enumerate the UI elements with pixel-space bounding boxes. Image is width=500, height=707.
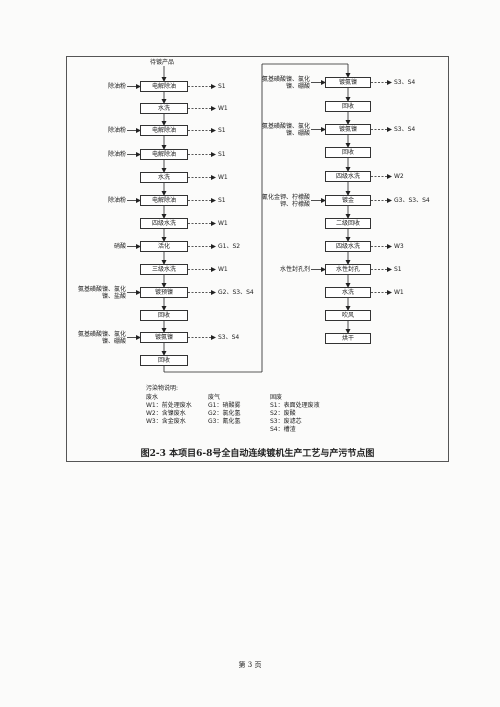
legend-gas-item: G2：氯化氢 bbox=[208, 410, 241, 417]
left-step-input: 除油粉 bbox=[107, 83, 126, 90]
right-step-input: 氰化金钾、柠檬酸钾、柠檬酸 bbox=[261, 193, 310, 208]
right-step-box: 水洗 bbox=[325, 287, 371, 298]
legend-solid-heading: 固废 bbox=[270, 394, 283, 401]
left-step-box: 镀氨镍 bbox=[140, 332, 188, 343]
right-step-output: S3、S4 bbox=[394, 79, 416, 86]
legend-water-item: W2：含镍废水 bbox=[146, 410, 186, 417]
left-step-output: W1 bbox=[218, 105, 228, 112]
left-step-input: 除油粉 bbox=[107, 197, 126, 204]
right-step-box: 镀金 bbox=[325, 195, 371, 206]
legend-water-item: W3：含金废水 bbox=[146, 418, 186, 425]
left-step-output: S3、S4 bbox=[218, 334, 240, 341]
left-step-box: 活化 bbox=[140, 241, 188, 252]
right-step-output: W1 bbox=[394, 289, 404, 296]
left-step-box: 电解除油 bbox=[140, 195, 188, 206]
left-step-box: 电解除油 bbox=[140, 81, 188, 92]
right-step-box: 吹风 bbox=[325, 310, 371, 321]
left-step-output: W1 bbox=[218, 220, 228, 227]
legend-solid-item: S2：废酸 bbox=[270, 410, 296, 417]
left-step-output: S1 bbox=[218, 83, 226, 90]
legend-solid-item: S3：废滤芯 bbox=[270, 418, 302, 425]
left-step-box: 电解除油 bbox=[140, 149, 188, 160]
left-step-box: 三级水洗 bbox=[140, 264, 188, 275]
legend-solid-item: S4：槽渣 bbox=[270, 426, 296, 433]
legend-water-heading: 废水 bbox=[146, 394, 159, 401]
right-step-box: 回收 bbox=[325, 101, 371, 112]
right-step-input: 水性封孔剂 bbox=[279, 266, 310, 273]
left-step-output: S1 bbox=[218, 127, 226, 134]
right-step-box: 四级水洗 bbox=[325, 171, 371, 182]
left-step-box: 四级水洗 bbox=[140, 218, 188, 229]
legend-gas-item: G1：硝酸雾 bbox=[208, 402, 241, 409]
page-number: 第 3 页 bbox=[238, 661, 262, 669]
left-step-box: 回收 bbox=[140, 310, 188, 321]
left-step-input: 氨基磺酸镍、氯化镍、盐酸 bbox=[77, 285, 126, 300]
right-step-box: 镀氨镍 bbox=[325, 124, 371, 135]
right-step-box: 镀氨镍 bbox=[325, 77, 371, 88]
right-step-output: W2 bbox=[394, 173, 404, 180]
left-step-box: 回收 bbox=[140, 355, 188, 366]
diagram-frame bbox=[66, 56, 449, 462]
left-step-input: 除油粉 bbox=[107, 151, 126, 158]
right-step-box: 回收 bbox=[325, 147, 371, 158]
left-step-box: 水洗 bbox=[140, 103, 188, 114]
right-step-input: 氨基磺酸镍、氯化镍、硼酸 bbox=[261, 75, 310, 90]
left-step-box: 镀预镍 bbox=[140, 287, 188, 298]
figure-caption: 图2-3 本项目6-8号全自动连续镀机生产工艺与产污节点图 bbox=[140, 449, 375, 459]
left-step-box: 电解除油 bbox=[140, 125, 188, 136]
legend-gas-item: G3：氰化氢 bbox=[208, 418, 241, 425]
right-step-output: S1 bbox=[394, 266, 402, 273]
right-step-output: S3、S4 bbox=[394, 126, 416, 133]
legend-solid-item: S1：表面处理废液 bbox=[270, 402, 320, 409]
left-step-input: 氨基磺酸镍、氯化镍、硼酸 bbox=[77, 330, 126, 345]
legend-water-item: W1：前处理废水 bbox=[146, 402, 192, 409]
left-step-output: W1 bbox=[218, 266, 228, 273]
legend-title: 污染物说明: bbox=[146, 385, 179, 392]
legend-gas-heading: 废气 bbox=[208, 394, 221, 401]
right-step-box: 烘干 bbox=[325, 333, 371, 344]
left-step-output: G1、S2 bbox=[218, 243, 241, 250]
left-step-input: 除油粉 bbox=[107, 127, 126, 134]
left-step-output: S1 bbox=[218, 197, 226, 204]
left-step-output: W1 bbox=[218, 174, 228, 181]
right-step-box: 水性封孔 bbox=[325, 264, 371, 275]
right-step-output: W3 bbox=[394, 243, 404, 250]
left-step-output: G2、S3、S4 bbox=[218, 289, 254, 296]
left-step-box: 水洗 bbox=[140, 172, 188, 183]
start-label: 待镀产品 bbox=[150, 59, 175, 66]
left-step-input: 硝酸 bbox=[113, 243, 126, 250]
right-step-box: 四级水洗 bbox=[325, 241, 371, 252]
right-step-input: 氨基磺酸镍、氯化镍、硼酸 bbox=[261, 122, 310, 137]
right-step-box: 二级回收 bbox=[325, 218, 371, 229]
right-step-output: G3、S3、S4 bbox=[394, 197, 430, 204]
left-step-output: S1 bbox=[218, 151, 226, 158]
